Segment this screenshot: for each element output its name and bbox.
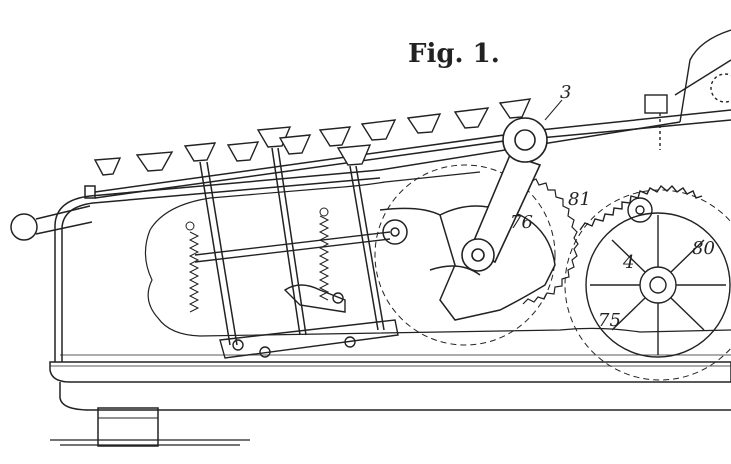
ground-lines <box>50 439 250 446</box>
label-3: 3 <box>560 82 571 103</box>
label-81: 81 <box>568 189 591 210</box>
base-plate <box>49 361 731 411</box>
main-gear-80 <box>564 184 731 381</box>
key-stems <box>199 147 385 346</box>
label-75: 75 <box>598 310 621 331</box>
cutaway-edge <box>144 171 731 337</box>
label-76: 76 <box>510 212 533 233</box>
handle <box>10 185 96 241</box>
crank-lever <box>461 117 548 272</box>
machine-foot <box>97 407 159 447</box>
figure-title: Fig. 1. <box>408 39 500 69</box>
large-dashed-wheel <box>374 164 556 346</box>
label-4: 4 <box>622 252 634 273</box>
cross-bars <box>194 231 399 359</box>
segment-wheel <box>379 205 556 321</box>
key-rail <box>94 109 731 199</box>
label-80: 80 <box>692 238 715 259</box>
upper-right-frame <box>644 29 731 150</box>
key-row <box>93 98 532 176</box>
springs <box>185 207 330 313</box>
